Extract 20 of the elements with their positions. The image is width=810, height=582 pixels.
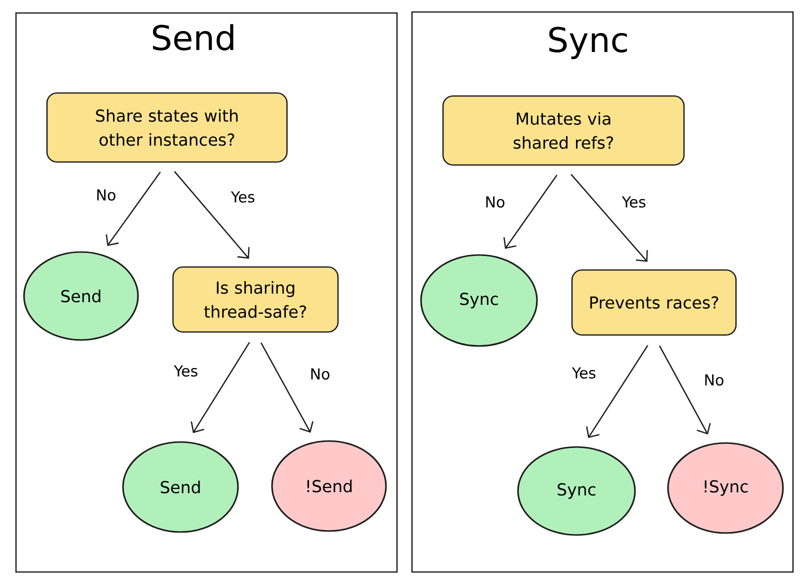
edge-label: Yes [229, 190, 257, 204]
edge-label: No [308, 366, 332, 382]
edge-label: Yes [172, 364, 200, 378]
arrow [503, 174, 558, 249]
decision-box: Prevents races? [571, 269, 737, 336]
edge-label: No [483, 194, 507, 210]
edge-label: Yes [570, 366, 598, 380]
edge-label: No [702, 372, 726, 388]
arrow [260, 342, 314, 433]
arrow [586, 345, 648, 438]
edge-label: No [94, 188, 118, 202]
decision-box: Share states with other instances? [46, 92, 288, 163]
arrow [190, 342, 250, 434]
arrow [570, 174, 648, 262]
arrow [174, 171, 250, 259]
decision-box: Mutates via shared refs? [442, 95, 685, 166]
decision-box: Is sharing thread-safe? [172, 266, 339, 333]
arrow [106, 172, 161, 246]
arrow [659, 346, 711, 435]
edge-label: Yes [620, 194, 648, 210]
